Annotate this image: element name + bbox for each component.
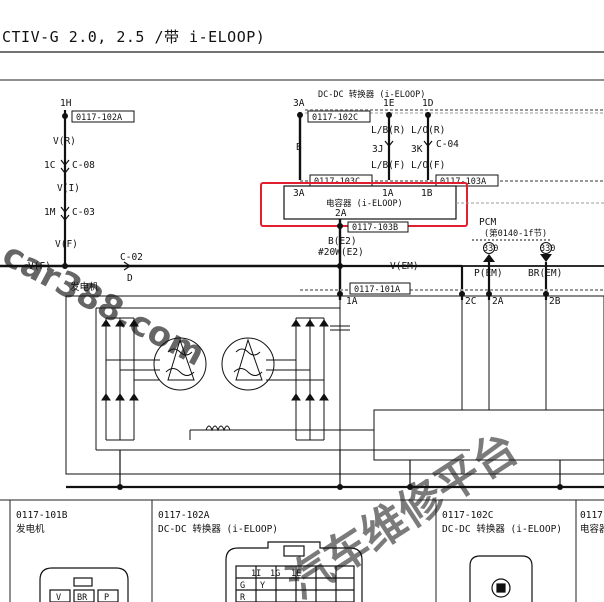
wire-label-be2: B(E2) <box>328 236 357 247</box>
pin-1h: 1H <box>60 98 72 109</box>
cap-pin-2a: 2A <box>335 208 347 219</box>
connector-label-c04: C-04 <box>436 139 459 150</box>
generator-internals <box>95 300 604 461</box>
connector-box-101a <box>349 282 411 295</box>
pin-3j: 3J <box>372 144 383 155</box>
pcm-title: PCM <box>479 217 496 228</box>
generator-label: 发电机 <box>70 281 99 293</box>
connector-label-c03: C-03 <box>72 207 95 218</box>
conn-cap-name: 电容器 <box>580 523 604 535</box>
arrow-down-brem <box>540 254 552 262</box>
wire-label-lbr: L/B(R) <box>371 125 405 136</box>
conn-101b-code: 0117-101B <box>16 510 68 521</box>
dcdc-title: DC-DC 转换器 (i-ELOOP) <box>318 89 425 100</box>
connector-label-102c: 0117-102C <box>312 113 358 123</box>
connector-face-102c <box>469 555 533 602</box>
conn-102a-code: 0117-102A <box>158 510 210 521</box>
wire-label-lof: L/O(F) <box>411 160 445 171</box>
gen-pin-2b: 2B <box>549 296 561 307</box>
dcdc-pin-1d: 1D <box>422 98 434 109</box>
wire-label-lor: L/O(R) <box>411 125 445 136</box>
wire-label-brem: BR(EM) <box>528 268 562 279</box>
pin102a-r: R <box>240 593 246 602</box>
conn-102c-name: DC-DC 转换器 (i-ELOOP) <box>442 523 562 535</box>
wire-label-pem: P(EM) <box>474 268 503 279</box>
wire-label-vf: V(F) <box>55 239 78 250</box>
connector-mark-c03 <box>60 206 70 213</box>
wire-label-lbf: L/B(F) <box>371 160 405 171</box>
terminal-1h <box>62 113 68 119</box>
pin102a-g: G <box>240 581 245 591</box>
capacitor-title: 电容器 (i-ELOOP) <box>326 198 403 209</box>
generator-box <box>65 295 604 475</box>
wire-label-vr: V(R) <box>53 136 76 147</box>
wire-label-b: B <box>296 142 302 153</box>
fuse-label: #20W(E2) <box>318 247 364 258</box>
pin-d: D <box>127 273 133 284</box>
pin101b-v: V <box>56 593 61 602</box>
conn-102c-code: 0117-102C <box>442 510 493 521</box>
conn-cap-code: 0117- <box>580 510 604 521</box>
connector-box-103b <box>347 221 409 233</box>
connector-label-c02: C-02 <box>120 252 143 263</box>
pin-1m: 1M <box>44 207 56 218</box>
pcm-sub: (第0140-1f节) <box>484 228 547 239</box>
pcm-ref-2 <box>540 242 552 254</box>
page-title: CTIV-G 2.0, 2.5 /带 i-ELOOP) <box>2 28 266 46</box>
pin102a-1e: 1E <box>291 569 301 579</box>
gen-pin-2a: 2A <box>492 296 504 307</box>
connector-mark-c02 <box>123 261 132 271</box>
gen-pin-1a: 1A <box>346 296 358 307</box>
pcm-ref-1 <box>483 242 495 254</box>
pin102a-1g: 1G <box>270 569 280 579</box>
connector-face-102a <box>225 541 363 602</box>
pin102a-y: Y <box>260 581 265 591</box>
connector-box-102c <box>307 110 371 123</box>
connector-label-c08: C-08 <box>72 160 95 171</box>
cap-pin-3a: 3A <box>293 188 305 199</box>
connector-mark-c08 <box>60 159 70 166</box>
pin102a-1i: 1I <box>251 569 261 579</box>
connector-box-102a <box>71 110 135 123</box>
pcm-ref1-label: 330 <box>483 244 498 254</box>
connector-face-101b <box>39 567 129 602</box>
pin101b-p: P <box>104 593 109 602</box>
pin-3k: 3K <box>411 144 423 155</box>
dcdc-pin-1e: 1E <box>383 98 395 109</box>
conn-102a-name: DC-DC 转换器 (i-ELOOP) <box>158 523 278 535</box>
conn-101b-name: 发电机 <box>16 523 45 535</box>
pin-1c: 1C <box>44 160 55 171</box>
pcm-ref2-label: 330 <box>540 244 555 254</box>
cap-pin-1b: 1B <box>421 188 433 199</box>
connector-label-103b: 0117-103B <box>352 223 398 233</box>
dcdc-pin-3a: 3A <box>293 98 305 109</box>
wire-label-vf2: V(F) <box>28 261 51 272</box>
cap-pin-1a: 1A <box>382 188 394 199</box>
wire-label-vem: V(EM) <box>390 261 419 272</box>
connector-label-102a: 0117-102A <box>76 113 122 123</box>
capacitor-box <box>283 185 457 220</box>
pin101b-br: BR <box>77 593 88 602</box>
connector-label-101a: 0117-101A <box>354 285 400 295</box>
arrow-up-pem <box>483 254 495 262</box>
wire-label-vi: V(I) <box>57 183 80 194</box>
gen-pin-2c: 2C <box>465 296 476 307</box>
